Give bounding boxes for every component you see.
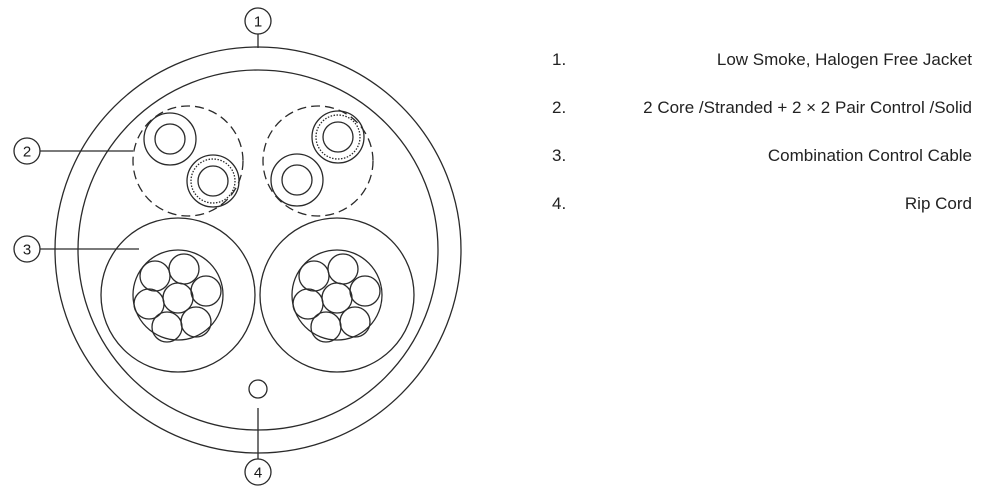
- control-pair-group-left: [132, 105, 244, 217]
- callout-circle-4: [244, 458, 272, 486]
- rip-cord: [248, 379, 268, 399]
- legend-item-label: Combination Control Cable: [767, 146, 972, 165]
- callout-number-2: 2: [23, 144, 31, 161]
- component-legend: 1. Low Smoke, Halogen Free Jacket 2. 2 C…: [552, 44, 972, 236]
- legend-item-number: 4.: [552, 194, 567, 213]
- legend-item-number: 2.: [552, 98, 567, 117]
- callout-number-1: 1: [254, 14, 262, 31]
- legend-item-label: Low Smoke, Halogen Free Jacket: [716, 50, 972, 69]
- callout-number-4: 4: [254, 465, 262, 482]
- control-conductor-left-top: [143, 112, 197, 166]
- cable-cross-section-diagram: 1 2 3 4: [13, 7, 462, 486]
- legend-item-number: 3.: [552, 146, 567, 165]
- callout-number-3: 3: [23, 242, 31, 259]
- callout-circle-1: [244, 7, 272, 35]
- inner-sheath: [77, 69, 439, 431]
- legend-item: 2. 2 Core /Stranded + 2 × 2 Pair Control…: [552, 92, 972, 140]
- control-pair-group-right: [262, 105, 374, 217]
- legend-item-number: 1.: [552, 50, 567, 69]
- callout-circle-3: [13, 235, 41, 263]
- legend-item-label: Rip Cord: [904, 194, 972, 213]
- control-conductor-left-bottom: [186, 154, 240, 208]
- legend-item: 1. Low Smoke, Halogen Free Jacket: [552, 44, 972, 92]
- legend-item: 3. Combination Control Cable: [552, 140, 972, 188]
- control-conductor-right-bottom: [270, 153, 324, 207]
- callout-circle-2: [13, 137, 41, 165]
- power-core-left: [100, 217, 256, 373]
- legend-item: 4. Rip Cord: [552, 188, 972, 236]
- control-conductor-right-top: [311, 110, 365, 164]
- power-core-right: [259, 217, 415, 373]
- legend-item-label: 2 Core /Stranded + 2 × 2 Pair Control /S…: [643, 98, 972, 117]
